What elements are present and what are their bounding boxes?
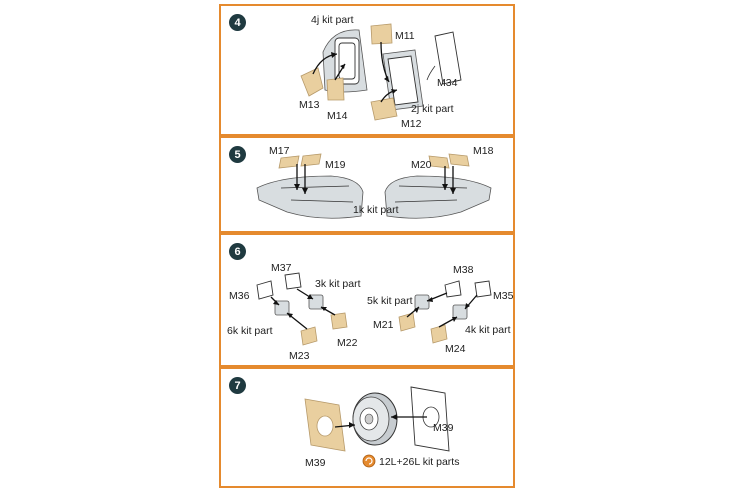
label-m12: M12: [401, 118, 422, 130]
label-m39-right: M39: [433, 422, 454, 434]
label-5k-kit-part: 5k kit part: [367, 295, 413, 307]
frame-4k: [452, 304, 468, 320]
mask-m23: [300, 326, 318, 346]
label-m39-left: M39: [305, 457, 326, 469]
label-m36: M36: [229, 290, 250, 302]
step-5-diagram: M17 M19 M20 M18 1k kit part: [256, 145, 494, 219]
mask-m37-outline: [284, 272, 302, 290]
mask-m34-outline: [434, 31, 462, 85]
label-m34: M34: [437, 77, 458, 89]
label-m18: M18: [473, 145, 494, 157]
label-6k-kit-part: 6k kit part: [227, 325, 273, 337]
label-m21: M21: [373, 319, 394, 331]
mask-m38-outline: [444, 280, 462, 298]
label-4k-kit-part: 4k kit part: [465, 324, 511, 336]
mask-m12: [370, 97, 398, 121]
mask-m11: [370, 23, 393, 45]
label-4j-kit-part: 4j kit part: [311, 14, 354, 26]
step-5-panel: 5 M17 M19 M20 M18 1k kit part: [219, 136, 515, 233]
label-m11: M11: [395, 30, 415, 42]
label-m24: M24: [445, 343, 466, 355]
label-3k-kit-part: 3k kit part: [315, 278, 361, 290]
step-number-badge: 4: [229, 14, 246, 31]
label-m13: M13: [299, 99, 320, 111]
label-m22: M22: [337, 337, 358, 349]
label-m35: M35: [493, 290, 514, 302]
mask-m13: [300, 67, 324, 97]
mask-m21: [398, 312, 416, 332]
mask-m17: [278, 155, 300, 169]
mask-m24: [430, 324, 448, 344]
step-6-diagram: M37 M38 3k kit part M36 5k kit part M35 …: [227, 262, 514, 362]
mask-m18: [448, 153, 470, 167]
label-m19: M19: [325, 159, 346, 171]
mask-m35-outline: [474, 280, 492, 298]
step-number-badge: 5: [229, 146, 246, 163]
mask-m19: [300, 153, 322, 167]
label-1k-kit-part: 1k kit part: [353, 204, 399, 216]
step-number-badge: 6: [229, 243, 246, 260]
label-m20: M20: [411, 159, 432, 171]
label-12l-26l-kit-parts: 12L+26L kit parts: [379, 456, 459, 468]
mask-m39-left-hole: [316, 415, 334, 437]
step-7-panel: 7 M39 M39 12L+26L kit parts: [219, 367, 515, 488]
step-4-panel: 4 4j kit part M11 M34 M13 M14 2j kit par…: [219, 4, 515, 136]
mask-m20: [428, 155, 450, 169]
step-6-panel: 6 M37 M38 3k kit part M36 5k kit part M3…: [219, 233, 515, 367]
canopy-window-inner: [338, 42, 356, 80]
mask-m14: [326, 77, 345, 101]
step-number-badge: 7: [229, 377, 246, 394]
step-7-diagram: M39 M39 12L+26L kit parts: [304, 386, 459, 469]
mask-m36-outline: [256, 280, 274, 300]
label-m23: M23: [289, 350, 310, 362]
wing-right: [384, 175, 492, 219]
label-m14: M14: [327, 110, 348, 122]
label-m38: M38: [453, 264, 474, 276]
label-m17: M17: [269, 145, 290, 157]
wing-left: [256, 175, 364, 219]
frame-5k: [414, 294, 430, 310]
step-4-diagram: 4j kit part M11 M34 M13 M14 2j kit part …: [299, 14, 462, 130]
label-2j-kit-part: 2j kit part: [411, 103, 454, 115]
mask-m22: [330, 312, 348, 330]
label-m37: M37: [271, 262, 292, 274]
glue-icon: [362, 454, 376, 468]
